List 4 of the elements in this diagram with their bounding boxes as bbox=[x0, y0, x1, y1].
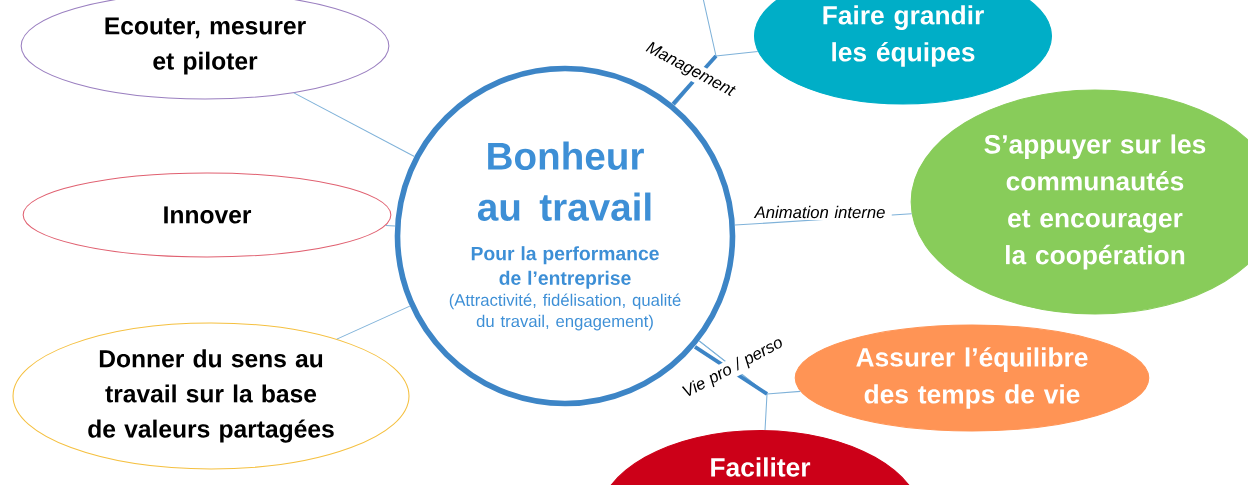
connector-line bbox=[336, 305, 411, 340]
edge-label: Animation interne bbox=[748, 204, 892, 220]
connector-line bbox=[293, 92, 415, 158]
connector-line bbox=[385, 224, 396, 227]
